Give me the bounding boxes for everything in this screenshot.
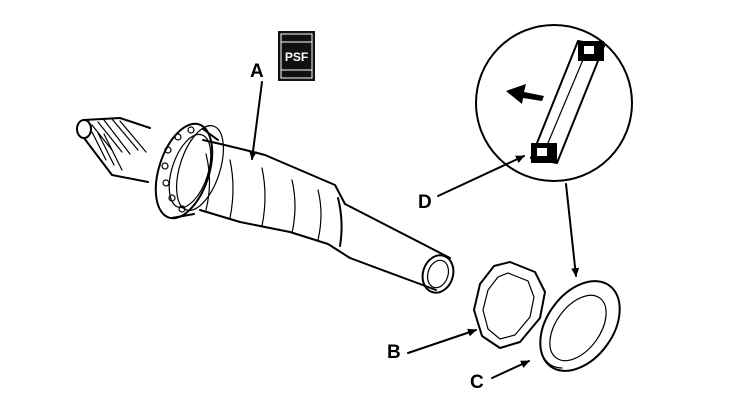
leader-line-c bbox=[491, 360, 530, 379]
label-a: A bbox=[250, 61, 264, 82]
leader-line-b bbox=[407, 328, 477, 354]
lock-washer-b bbox=[473, 261, 546, 349]
leader-line-a bbox=[249, 81, 263, 160]
inset-pointer-arrow bbox=[565, 183, 580, 277]
psf-badge: PSF bbox=[278, 31, 315, 81]
bearing bbox=[154, 122, 224, 220]
detail-inset bbox=[475, 24, 633, 182]
shaft-splined-end bbox=[76, 117, 151, 183]
direction-arrow-icon bbox=[506, 84, 544, 104]
label-d: D bbox=[418, 192, 432, 213]
label-b: B bbox=[387, 342, 401, 363]
leader-line-d bbox=[437, 155, 525, 197]
label-c: C bbox=[470, 372, 484, 393]
shaft-a bbox=[76, 117, 455, 294]
oil-seal-c bbox=[539, 280, 621, 372]
psf-badge-text: PSF bbox=[285, 50, 308, 64]
